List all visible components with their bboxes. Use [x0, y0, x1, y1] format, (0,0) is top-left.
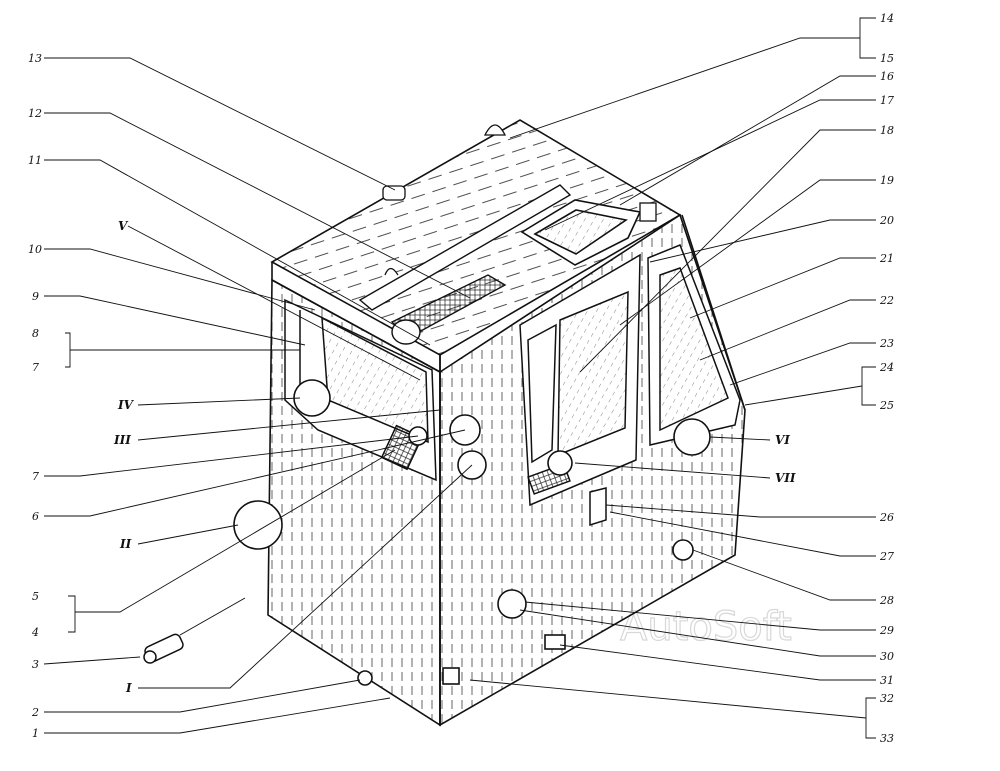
detail-VII-circle	[547, 450, 573, 476]
callout-33: 33	[880, 732, 894, 745]
callout-7-top: 7	[32, 361, 39, 374]
roof-lifting-eye	[483, 124, 507, 136]
flashlight-lens	[143, 650, 157, 664]
part-3-flashlight	[143, 597, 246, 664]
callout-II: II	[119, 537, 132, 551]
door-inner-panel	[527, 323, 557, 464]
flashlight-pointer	[179, 597, 246, 636]
callout-10: 10	[28, 243, 42, 256]
callout-4: 4	[31, 626, 39, 639]
rear-corner-post	[681, 214, 746, 411]
callout-31: 31	[880, 674, 894, 687]
roof-hook	[384, 267, 399, 276]
callout-7: 7	[32, 470, 39, 483]
bottom-bracket-32	[442, 667, 460, 685]
detail-II-circle	[233, 500, 283, 550]
callout-VII: VII	[775, 471, 796, 485]
roof-visor-strip	[358, 184, 572, 311]
callout-18: 18	[880, 124, 894, 137]
side-fitting-28	[672, 539, 694, 561]
callout-6: 6	[32, 510, 39, 523]
front-window	[284, 298, 437, 482]
callout-17: 17	[880, 94, 894, 107]
callout-16: 16	[880, 70, 894, 83]
callout-8: 8	[32, 327, 39, 340]
labels-left: 13 12 11 V 10 9 8 7 IV III 7 6 II 5 4 3 …	[28, 52, 135, 740]
callout-22: 22	[879, 294, 894, 307]
callout-VI: VI	[775, 433, 790, 447]
callout-12: 12	[28, 107, 42, 120]
roof-hatch-glass	[533, 209, 629, 255]
leader-lines-right	[469, 17, 876, 739]
rear-side-window	[647, 244, 741, 446]
callout-21: 21	[879, 252, 894, 265]
callout-2: 2	[31, 706, 39, 719]
callout-26: 26	[879, 511, 894, 524]
callout-III: III	[113, 433, 131, 447]
callout-11: 11	[28, 154, 42, 167]
roof-lamp-front	[382, 185, 406, 201]
callout-13: 13	[28, 52, 42, 65]
labels-right: 14 15 16 17 18 19 20 21 22 23 24 25 VI V…	[775, 12, 894, 745]
callout-29: 29	[879, 624, 894, 637]
detail-VI-circle	[673, 418, 711, 456]
callout-24: 24	[879, 361, 894, 374]
side-bracket-31	[544, 634, 566, 650]
callout-25: 25	[879, 399, 894, 412]
callout-32: 32	[880, 692, 894, 705]
callout-9: 9	[32, 290, 39, 303]
bottom-bolt-2	[357, 670, 373, 686]
door-window-glass	[557, 290, 629, 457]
callout-28: 28	[879, 594, 894, 607]
front-window-glass	[321, 316, 429, 444]
callout-27: 27	[879, 550, 894, 563]
callout-3: 3	[32, 658, 39, 671]
side-fitting-29	[497, 589, 527, 619]
callout-14: 14	[880, 12, 894, 25]
callout-5: 5	[32, 590, 39, 603]
callout-V: V	[118, 219, 129, 233]
roof-lamp-rear	[639, 202, 657, 222]
callout-IV: IV	[117, 398, 135, 412]
leader-lines-left	[43, 57, 473, 734]
door-handle	[589, 487, 607, 527]
callout-1: 1	[32, 727, 39, 740]
callout-19: 19	[880, 174, 894, 187]
roof-hatch	[520, 199, 642, 266]
cab-door	[519, 253, 641, 527]
watermark-text: AutoSoft	[620, 604, 792, 650]
rear-window-glass	[659, 267, 729, 432]
callout-20: 20	[879, 214, 894, 227]
callout-I: I	[125, 681, 132, 695]
callout-30: 30	[880, 650, 894, 663]
callout-15: 15	[880, 52, 894, 65]
callout-23: 23	[879, 337, 894, 350]
